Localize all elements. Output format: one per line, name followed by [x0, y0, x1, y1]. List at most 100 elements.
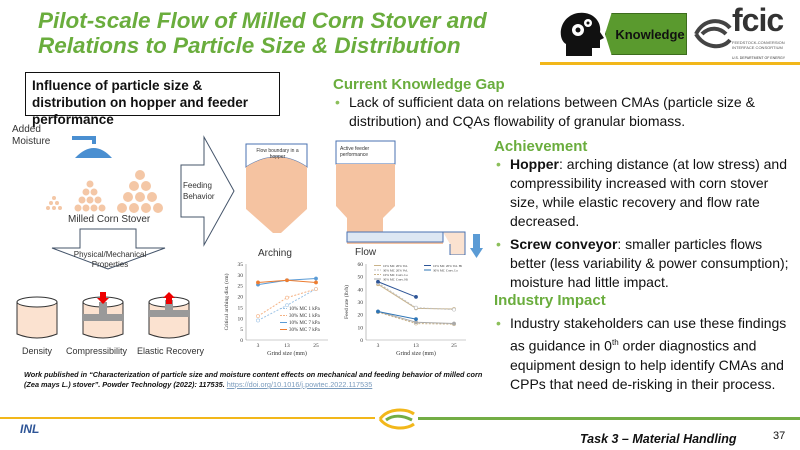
knowledge-tag: Knowledge — [605, 13, 687, 55]
y-tick-label: 10 — [358, 325, 364, 331]
legend-label: 30% MC 20% Vol. — [383, 269, 408, 273]
y-tick-label: 60 — [358, 262, 364, 268]
impact-text-2: order diagnostics and equipment design t… — [510, 337, 784, 392]
y-axis-label: Critical arching dist. (cm) — [223, 273, 230, 330]
x-tick-label: 3 — [377, 343, 380, 349]
y-tick-label: 20 — [238, 295, 244, 301]
footer-divider-green — [418, 417, 800, 420]
footer-task: Task 3 – Material Handling — [580, 432, 737, 446]
legend-label: 30% MC Conv. Hi — [383, 278, 408, 282]
achievement-section: Achievement Hopper: arching distance (at… — [494, 138, 794, 292]
legend-label: 30% MC 7 kPa — [289, 328, 320, 333]
legend-label: 30% MC Conv. Lo — [433, 269, 458, 273]
feeding-behavior-label: Feeding Behavior — [183, 181, 215, 201]
data-point — [285, 278, 289, 283]
x-tick-label: 13 — [413, 343, 419, 349]
data-point — [376, 309, 380, 314]
legend-label: 10% MC 20% Vol. — [383, 264, 408, 268]
industry-impact-heading: Industry Impact — [494, 292, 606, 309]
influence-box: Influence of particle size & distributio… — [25, 72, 280, 127]
physical-properties-label: Physical/Mechanical Properties — [73, 250, 147, 269]
legend-label: 10% MC 7 kPa — [289, 321, 320, 326]
knowledge-gap-section: Current Knowledge Gap Lack of sufficient… — [333, 76, 793, 131]
data-point — [314, 280, 318, 285]
y-tick-label: 0 — [360, 338, 363, 344]
y-tick-label: 30 — [358, 300, 364, 306]
knowledge-gap-bullet: Lack of sufficient data on relations bet… — [333, 93, 793, 131]
doe-text: U.S. DEPARTMENT OF ENERGY — [732, 56, 786, 60]
y-tick-label: 0 — [240, 338, 243, 344]
data-point — [414, 317, 418, 322]
citation-text: Work published in “Characterization of p… — [24, 370, 483, 389]
compression-cylinders-icon — [16, 292, 190, 339]
bullet-text: : smaller particles flows better (less v… — [510, 236, 789, 290]
data-point — [314, 276, 318, 281]
series-line — [377, 282, 455, 311]
fcic-logo-sub: FEEDSTOCK-CONVERSION INTERFACE CONSORTIU… — [732, 40, 785, 50]
bullet-bold: Screw conveyor — [510, 236, 618, 252]
doi-link[interactable]: https://doi.org/10.1016/j.powtec.2022.11… — [226, 380, 373, 389]
x-tick-label: 25 — [313, 343, 319, 349]
x-axis-label: Grind size (mm) — [396, 350, 436, 357]
data-point — [414, 320, 418, 325]
bullet-bold: Hopper — [510, 156, 559, 172]
y-tick-label: 30 — [238, 273, 244, 279]
industry-impact-bullet: Industry stakeholders can use these find… — [494, 314, 794, 394]
data-point — [256, 318, 260, 323]
density-label: Density — [22, 346, 53, 356]
data-point — [376, 279, 380, 284]
compressibility-label: Compressibility — [66, 346, 128, 356]
legend-label: 10% MC 1 kPa — [289, 307, 320, 312]
legend-label: 10% MC 20% Vol. Hi — [433, 264, 462, 268]
data-point — [414, 305, 418, 310]
process-diagram: Added Moisture Milled Corn Stover Physic… — [0, 120, 483, 365]
y-axis-label: Feed rate (lb/h) — [343, 285, 350, 319]
down-arrow-shape — [51, 228, 166, 270]
particle-piles-icon — [46, 170, 163, 213]
header-divider — [540, 62, 800, 65]
shower-head-icon — [72, 136, 112, 158]
data-point — [314, 287, 318, 291]
impact-sup: th — [611, 338, 619, 347]
footer-divider-yellow — [0, 417, 375, 419]
slide-title: Pilot-scale Flow of Milled Corn Stover a… — [38, 8, 487, 58]
added-moisture-label: Added Moisture — [12, 124, 51, 147]
fcic-logo-text: fcic — [732, 2, 784, 38]
legend-label: 30% MC 1 kPa — [289, 314, 320, 319]
y-tick-label: 50 — [358, 275, 364, 281]
inl-logo-text: INL — [20, 422, 40, 436]
y-tick-label: 40 — [358, 287, 364, 293]
head-gears-icon — [560, 12, 604, 56]
achievement-bullet: Hopper: arching distance (at low stress)… — [494, 155, 794, 231]
series-line — [257, 288, 317, 317]
legend-label: 10% MC Conv. Lo — [383, 273, 408, 277]
x-tick-label: 13 — [284, 343, 290, 349]
fcic-swoosh-footer-icon — [378, 408, 415, 430]
down-arrow-icon — [470, 234, 483, 258]
series-line — [377, 281, 417, 298]
achievement-heading: Achievement — [494, 138, 588, 155]
x-axis-label: Grind size (mm) — [267, 350, 307, 357]
data-point — [452, 307, 456, 312]
citation: Work published in “Characterization of p… — [24, 370, 484, 390]
milled-corn-stover-label: Milled Corn Stover — [68, 214, 151, 225]
y-tick-label: 20 — [358, 313, 364, 319]
data-point — [414, 295, 418, 299]
hopper-icon — [245, 143, 308, 233]
industry-impact-section: Industry Impact Industry stakeholders ca… — [494, 292, 794, 394]
y-tick-label: 10 — [238, 316, 244, 322]
data-point — [256, 280, 260, 285]
inl-logo: INL — [20, 420, 39, 438]
x-tick-label: 3 — [257, 343, 260, 349]
elastic-recovery-label: Elastic Recovery — [137, 346, 205, 356]
y-tick-label: 15 — [238, 305, 244, 311]
arching-label: Arching — [258, 248, 292, 259]
bullet-text: : arching distance (at low stress) and c… — [510, 156, 787, 229]
y-tick-label: 25 — [238, 284, 244, 290]
page-number: 37 — [773, 430, 786, 442]
achievement-bullet: Screw conveyor: smaller particles flows … — [494, 235, 794, 292]
flow-label: Flow — [355, 247, 377, 258]
screw-feeder-icon — [335, 140, 466, 255]
